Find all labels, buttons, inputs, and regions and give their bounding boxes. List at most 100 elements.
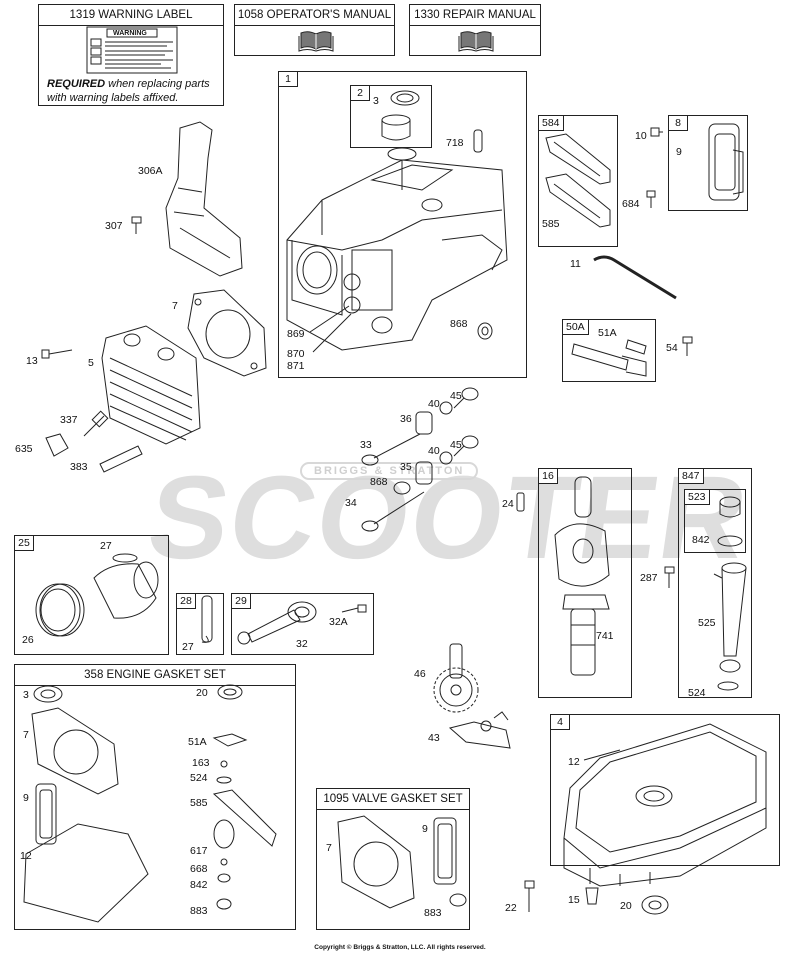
o-ring-icon <box>717 535 743 547</box>
part-label: 45 <box>450 390 462 402</box>
piston-icon <box>35 553 159 637</box>
copyright-text: Copyright © Briggs & Stratton, LLC. All … <box>314 944 486 951</box>
screw-icon <box>646 190 656 208</box>
cylinder-head-icon <box>101 325 201 445</box>
warning-sticker-text: WARNING <box>113 30 147 37</box>
part-label: 24 <box>502 498 514 510</box>
part-label: 635 <box>15 443 33 455</box>
part-label: 20 <box>196 687 208 699</box>
part-label: 718 <box>446 137 464 149</box>
part-label: 842 <box>692 534 710 546</box>
valve-gasket-parts-icon <box>337 815 467 909</box>
piston-pin-icon <box>201 595 213 643</box>
screw-icon <box>650 127 663 137</box>
bolt-icon <box>41 349 73 359</box>
box-tag: 28 <box>176 593 196 609</box>
box-tag: 29 <box>231 593 251 609</box>
cylinder-block-icon <box>286 147 508 351</box>
part-label: 585 <box>542 218 560 230</box>
dipstick-tube-icon <box>593 255 677 300</box>
oil-fill-847-box[interactable]: 847 <box>678 468 752 698</box>
operators-manual-box[interactable]: 1058 OPERATOR'S MANUAL <box>234 4 395 56</box>
part-label: 869 <box>287 328 305 340</box>
spark-plug-boot-icon <box>45 433 69 457</box>
part-label: 40 <box>428 445 440 457</box>
part-label: 32A <box>329 616 348 628</box>
box-tag: 50A <box>562 319 589 335</box>
part-label: 3 <box>373 95 379 107</box>
bolt-icon <box>341 604 367 613</box>
part-label: 868 <box>370 476 388 488</box>
part-label: 668 <box>190 863 208 875</box>
connecting-rod-29-box[interactable]: 29 <box>231 593 374 655</box>
box-tag: 523 <box>684 489 710 505</box>
gasket-584-box[interactable]: 584 <box>538 115 618 247</box>
dipstick-523-box[interactable]: 523 <box>684 489 746 553</box>
cylinder-assembly-box[interactable]: 1 <box>278 71 527 378</box>
heat-shield-icon <box>165 121 243 277</box>
sump-icon <box>563 723 767 887</box>
part-label: 12 <box>20 850 32 862</box>
part-label: 524 <box>190 772 208 784</box>
part-label: 7 <box>23 729 29 741</box>
warning-required-note: REQUIRED when replacing parts with warni… <box>47 77 223 105</box>
book-icon <box>298 31 334 52</box>
cover-8-box[interactable]: 8 <box>668 115 748 211</box>
bolt-icon <box>524 880 535 912</box>
part-label: 883 <box>190 905 208 917</box>
bushing-icon <box>381 114 411 141</box>
spark-plug-icon <box>83 410 109 437</box>
governor-icon <box>448 711 511 749</box>
part-label: 337 <box>60 414 78 426</box>
box-tag: 1 <box>278 71 298 87</box>
part-label: 3 <box>23 689 29 701</box>
repair-manual-box[interactable]: 1330 REPAIR MANUAL <box>409 4 541 56</box>
repair-manual-title: 1330 REPAIR MANUAL <box>410 5 540 26</box>
part-label: 741 <box>596 630 614 642</box>
leader-line-icon <box>583 749 621 761</box>
bearing-seal-icon <box>390 90 420 106</box>
o-ring-icon <box>717 681 739 691</box>
fill-tube-icon <box>713 562 747 673</box>
sump-4-box[interactable]: 4 <box>550 714 780 866</box>
warning-label-box[interactable]: 1319 WARNING LABEL WARNING REQUIRED when… <box>38 4 224 106</box>
part-label: 306A <box>138 165 163 177</box>
book-icon <box>458 31 494 52</box>
breather-50a-box[interactable]: 50A <box>562 319 656 382</box>
part-label: 287 <box>640 572 658 584</box>
crankshaft-16-box[interactable]: 16 <box>538 468 632 698</box>
bearing-box[interactable]: 2 <box>350 85 432 148</box>
part-label: 10 <box>635 130 647 142</box>
cam-gear-icon <box>433 643 479 713</box>
box-tag: 16 <box>538 468 558 484</box>
part-label: 46 <box>414 668 426 680</box>
part-label: 9 <box>422 823 428 835</box>
connecting-rod-icon <box>237 601 317 645</box>
screw-icon <box>682 336 693 356</box>
part-label: 383 <box>70 461 88 473</box>
warning-sticker-icon <box>86 26 178 74</box>
box-tag: 584 <box>538 115 564 131</box>
piston-25-box[interactable]: 25 <box>14 535 169 655</box>
part-label: 11 <box>570 258 581 270</box>
part-label: 883 <box>424 907 442 919</box>
box-tag: 847 <box>678 468 704 484</box>
part-label: 5 <box>88 357 94 369</box>
part-label: 871 <box>287 360 305 372</box>
part-label: 7 <box>326 842 332 854</box>
part-label: 525 <box>698 617 716 629</box>
part-label: 684 <box>622 198 640 210</box>
valve-gasket-set-box[interactable]: 1095 VALVE GASKET SET <box>316 788 470 930</box>
box-tag: 25 <box>14 535 34 551</box>
part-label: 842 <box>190 879 208 891</box>
intake-tube-icon <box>99 445 143 473</box>
part-label: 35 <box>400 461 412 473</box>
engine-gasket-set-box[interactable]: 358 ENGINE GASKET SET <box>14 664 296 930</box>
part-label: 585 <box>190 797 208 809</box>
watermark-subtext: BRIGGS & STRATTON <box>300 462 479 480</box>
piston-pin-28-box[interactable]: 28 <box>176 593 224 655</box>
part-label: 54 <box>666 342 678 354</box>
part-label: 32 <box>296 638 308 650</box>
engine-gasket-set-title: 358 ENGINE GASKET SET <box>15 665 295 686</box>
part-label: 51A <box>598 327 617 339</box>
